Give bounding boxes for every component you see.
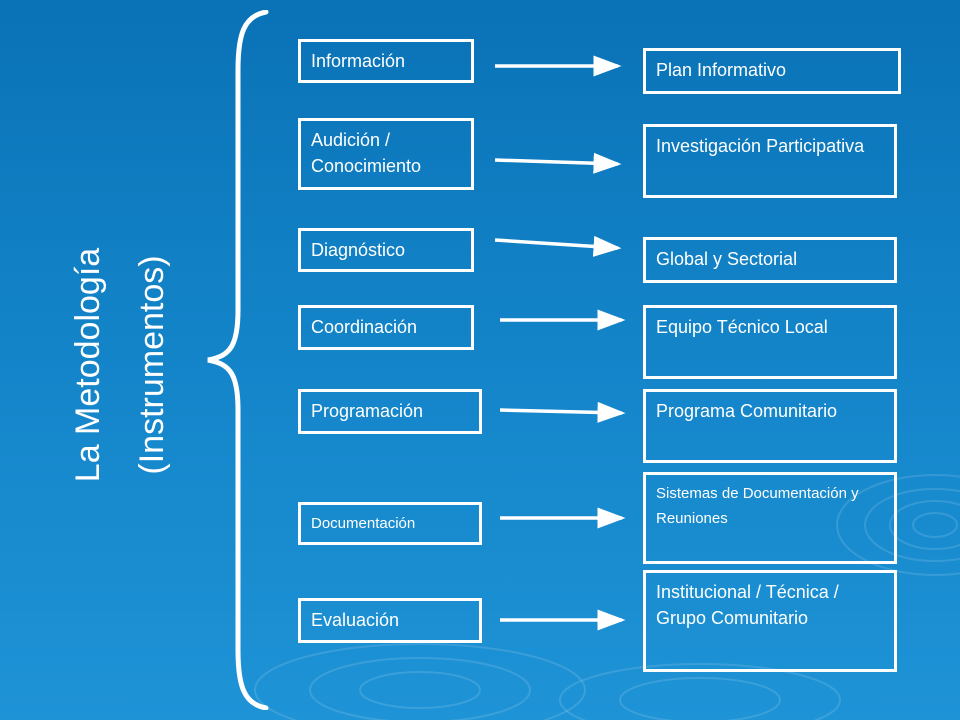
box-label: Documentación xyxy=(311,515,416,532)
arrow-diagnostico xyxy=(494,235,622,257)
curly-brace xyxy=(207,10,269,710)
arrow-audicion xyxy=(494,152,622,174)
box-global-sectorial: Global y Sectorial xyxy=(643,237,897,283)
box-evaluacion: Evaluación xyxy=(298,598,482,643)
box-coordinacion: Coordinación xyxy=(298,305,474,350)
box-equipo-tecnico-local: Equipo Técnico Local xyxy=(643,305,897,379)
box-label: Sistemas de Documentación y Reuniones xyxy=(656,485,859,527)
box-documentacion: Documentación xyxy=(298,502,482,545)
arrow-programacion xyxy=(499,401,626,423)
box-label: Equipo Técnico Local xyxy=(656,317,828,337)
box-label: Programa Comunitario xyxy=(656,401,838,421)
box-label: Institucional / Técnica / Grupo Comunita… xyxy=(656,582,839,628)
box-institucional-tecnica: Institucional / Técnica / Grupo Comunita… xyxy=(643,570,897,672)
box-label: Investigación Participativa xyxy=(656,136,865,156)
box-audicion-conocimiento: Audición / Conocimiento xyxy=(298,118,474,190)
box-plan-informativo: Plan Informativo xyxy=(643,48,901,94)
box-label: Coordinación xyxy=(311,317,418,337)
box-sistemas-documentacion: Sistemas de Documentación y Reuniones xyxy=(643,472,897,564)
box-label: Diagnóstico xyxy=(311,240,406,260)
box-label: Programación xyxy=(311,401,424,421)
box-investigacion-participativa: Investigación Participativa xyxy=(643,124,897,198)
box-label: Información xyxy=(311,51,406,71)
box-label: Audición / Conocimiento xyxy=(311,130,422,176)
box-label: Plan Informativo xyxy=(656,60,787,80)
box-diagnostico: Diagnóstico xyxy=(298,228,474,272)
box-programa-comunitario: Programa Comunitario xyxy=(643,389,897,463)
box-label: Evaluación xyxy=(311,610,400,630)
box-informacion: Información xyxy=(298,39,474,83)
box-label: Global y Sectorial xyxy=(656,249,798,269)
box-programacion: Programación xyxy=(298,389,482,434)
